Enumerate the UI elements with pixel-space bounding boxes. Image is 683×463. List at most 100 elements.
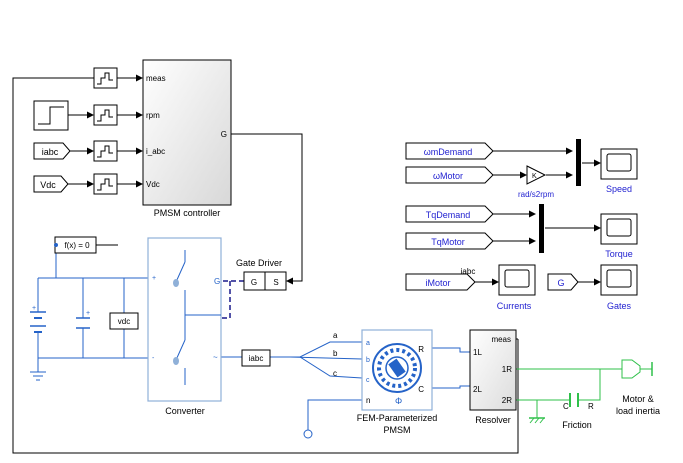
gain-block[interactable]: K xyxy=(526,165,547,185)
scope-gates-label: Gates xyxy=(607,301,632,311)
scope-speed[interactable] xyxy=(600,148,638,180)
friction-r: R xyxy=(588,402,594,411)
dc-capacitor[interactable]: + xyxy=(76,310,90,329)
res-port-1l: 1L xyxy=(473,348,482,357)
svg-text:+: + xyxy=(32,305,36,312)
zoh-iabc[interactable] xyxy=(93,140,118,162)
ctl-port-g: G xyxy=(221,130,227,139)
wmotor-label: ωMotor xyxy=(433,171,463,181)
load-title-1: Motor & xyxy=(622,394,654,404)
svg-text:+: + xyxy=(86,310,90,317)
friction-block[interactable] xyxy=(569,393,582,407)
mux-torque[interactable] xyxy=(539,204,544,253)
phase-labels: a b c xyxy=(333,331,338,378)
mech-reference xyxy=(529,417,545,424)
gate-driver-title: Gate Driver xyxy=(236,258,282,268)
tqmotor-label: TqMotor xyxy=(431,237,465,247)
from-vdc[interactable]: Vdc xyxy=(33,175,69,193)
from-wmotor[interactable]: ωMotor xyxy=(405,166,494,184)
zoh-vdc[interactable] xyxy=(93,173,118,195)
scope-speed-label: Speed xyxy=(606,184,632,194)
g-label: G xyxy=(557,278,564,288)
pmsm-motor[interactable]: a b c n R C Φ xyxy=(361,329,433,411)
motor-port-c: C xyxy=(418,385,424,394)
converter-port-g: G xyxy=(214,277,220,286)
from-iabc[interactable]: iabc xyxy=(33,142,71,160)
battery[interactable]: + xyxy=(30,305,46,333)
gate-driver-s: S xyxy=(273,278,278,287)
ground-left xyxy=(30,371,46,381)
res-port-2l: 2L xyxy=(473,385,482,394)
iabc-sensor[interactable]: iabc xyxy=(241,349,271,367)
from-tqdemand[interactable]: TqDemand xyxy=(405,205,494,223)
svg-text:+: + xyxy=(152,275,156,282)
scope-torque-label: Torque xyxy=(605,249,633,259)
phase-b-label: b xyxy=(333,349,338,358)
step-block[interactable] xyxy=(33,100,69,131)
ctl-port-iabc: i_abc xyxy=(146,147,165,156)
ctl-port-meas: meas xyxy=(146,74,166,83)
resolver-title: Resolver xyxy=(475,415,511,425)
iabc-signal-label: iabc xyxy=(461,267,476,276)
motor-port-r: R xyxy=(418,345,424,354)
phase-c-label: c xyxy=(333,369,337,378)
mux-speed[interactable] xyxy=(576,139,581,186)
neutral-terminal xyxy=(303,429,313,439)
converter-block[interactable]: + - G ~ xyxy=(147,237,222,402)
scope-currents[interactable] xyxy=(498,264,536,296)
svg-text:b: b xyxy=(366,357,370,364)
svg-text:a: a xyxy=(366,340,370,347)
svg-text:-: - xyxy=(152,355,155,362)
signal-lines xyxy=(12,74,601,454)
wdemand-label: ωmDemand xyxy=(424,147,473,157)
from-wdemand[interactable]: ωmDemand xyxy=(405,142,494,160)
vdc-sensor-label: vdc xyxy=(118,317,130,326)
zoh-blocks xyxy=(93,67,118,195)
zoh-rpm[interactable] xyxy=(93,104,118,126)
electrical-lines xyxy=(37,245,470,430)
motor-port-n: n xyxy=(366,396,370,405)
fcn-label: f(x) = 0 xyxy=(64,241,90,250)
fcn-block[interactable]: f(x) = 0 xyxy=(54,236,97,254)
phase-a-label: a xyxy=(333,331,338,340)
gate-driver[interactable]: G S xyxy=(243,271,287,291)
motor-title-1: FEM-Parameterized xyxy=(357,413,438,423)
from-g[interactable]: G xyxy=(547,273,579,291)
ctl-port-rpm: rpm xyxy=(146,111,160,120)
load-title-2: load inertia xyxy=(616,406,660,416)
inertia-block[interactable] xyxy=(621,359,653,379)
vdc-sensor[interactable]: vdc xyxy=(109,312,139,330)
pmsm-controller[interactable]: meas rpm i_abc Vdc G xyxy=(142,59,232,206)
line-g-gatedriver xyxy=(231,133,303,285)
friction-title: Friction xyxy=(562,420,592,430)
gate-driver-g: G xyxy=(251,278,257,287)
from-tqmotor[interactable]: TqMotor xyxy=(405,232,494,250)
friction-c: C xyxy=(563,402,569,411)
from-iabc-label: iabc xyxy=(42,147,59,157)
line-gate-to-conv2 xyxy=(192,281,231,319)
feedback-line xyxy=(12,77,519,454)
neutral-wire xyxy=(307,399,362,430)
converter-title: Converter xyxy=(165,406,205,416)
res-port-2r: 2R xyxy=(502,396,512,405)
svg-text:~: ~ xyxy=(213,353,218,362)
scope-torque[interactable] xyxy=(600,213,638,245)
resolver-block[interactable]: meas 1L 2L 1R 2R xyxy=(469,329,517,411)
scope-gates[interactable] xyxy=(600,264,638,296)
motor-title-2: PMSM xyxy=(384,425,411,435)
res-port-meas: meas xyxy=(491,335,511,344)
from-imotor[interactable]: iMotor xyxy=(405,273,476,291)
mechanical-lines xyxy=(516,368,622,418)
svg-text:K: K xyxy=(532,173,537,180)
svg-text:Φ: Φ xyxy=(395,396,402,406)
tqdemand-label: TqDemand xyxy=(426,210,471,220)
ctl-port-vdc: Vdc xyxy=(146,180,160,189)
res-port-1r: 1R xyxy=(502,365,512,374)
zoh-meas[interactable] xyxy=(93,67,118,89)
scope-currents-label: Currents xyxy=(497,301,532,311)
from-vdc-label: Vdc xyxy=(40,180,56,190)
gain-label: rad/s2rpm xyxy=(518,190,554,199)
iabc-sensor-label: iabc xyxy=(249,354,264,363)
svg-text:c: c xyxy=(366,377,370,384)
